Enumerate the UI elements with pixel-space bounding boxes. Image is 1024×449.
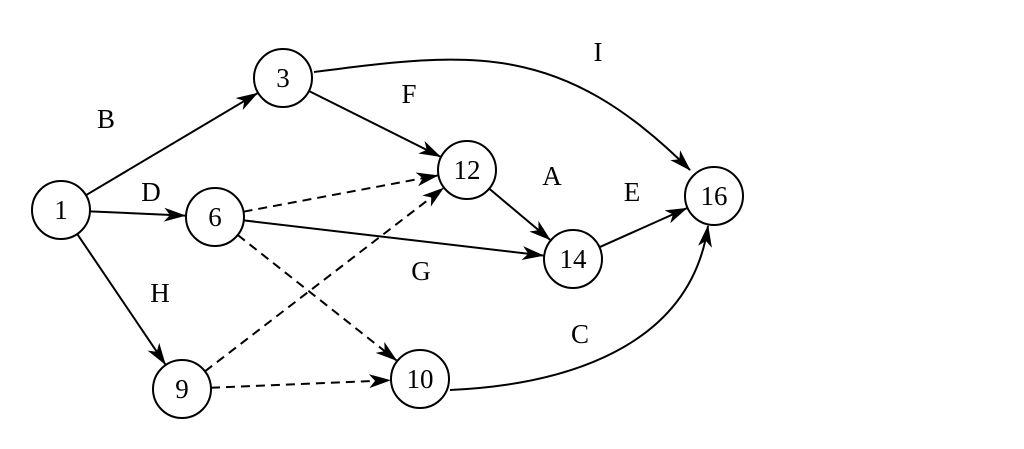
edge-1-to-6 (89, 207, 187, 222)
edge-label-h: H (150, 278, 170, 308)
edge-label-f: F (401, 79, 416, 109)
node-label: 10 (407, 364, 434, 394)
node-label: 6 (208, 202, 222, 232)
node-3: 3 (253, 48, 313, 108)
edges-layer (76, 58, 712, 391)
node-16: 16 (684, 166, 744, 226)
edge-6-to-10 (237, 234, 398, 362)
edge-6-to-14 (243, 219, 545, 261)
node-circle (253, 48, 313, 108)
edge-3-to-16 (313, 58, 691, 171)
edge-14-to-16 (599, 207, 688, 249)
node-9: 9 (152, 359, 212, 419)
node-1: 1 (31, 180, 91, 240)
node-label: 3 (276, 63, 290, 93)
nodes-layer: 1 3 6 9 10 12 14 16 (31, 48, 744, 419)
node-14: 14 (543, 229, 603, 289)
edge-label-a: A (542, 161, 562, 191)
edge-label-b: B (97, 104, 115, 134)
edge-label-c: C (571, 319, 589, 349)
edge-label-g: G (411, 256, 431, 286)
edge-1-to-9 (76, 233, 167, 365)
node-label: 16 (701, 181, 728, 211)
node-label: 12 (454, 155, 481, 185)
node-circle (684, 166, 744, 226)
node-label: 9 (175, 374, 189, 404)
node-12: 12 (437, 140, 497, 200)
node-circle (152, 359, 212, 419)
node-circle (31, 180, 91, 240)
node-circle (437, 140, 497, 200)
node-circle (185, 187, 245, 247)
edge-label-e: E (624, 177, 641, 207)
edge-9-to-12 (204, 187, 445, 373)
node-label: 1 (54, 195, 68, 225)
edge-10-to-16 (449, 225, 712, 391)
edge-3-to-12 (308, 90, 442, 158)
edge-label-i: I (594, 37, 603, 67)
edge-6-to-12 (243, 172, 439, 213)
node-circle (543, 229, 603, 289)
node-10: 10 (390, 349, 450, 409)
node-label: 14 (560, 244, 588, 274)
node-circle (390, 349, 450, 409)
node-6: 6 (185, 187, 245, 247)
edge-1-to-3 (85, 92, 259, 197)
edge-labels-layer: B D H F I G A E C (97, 37, 640, 349)
edge-12-to-14 (488, 187, 551, 241)
edge-9-to-10 (210, 374, 392, 389)
edge-label-d: D (141, 177, 161, 207)
